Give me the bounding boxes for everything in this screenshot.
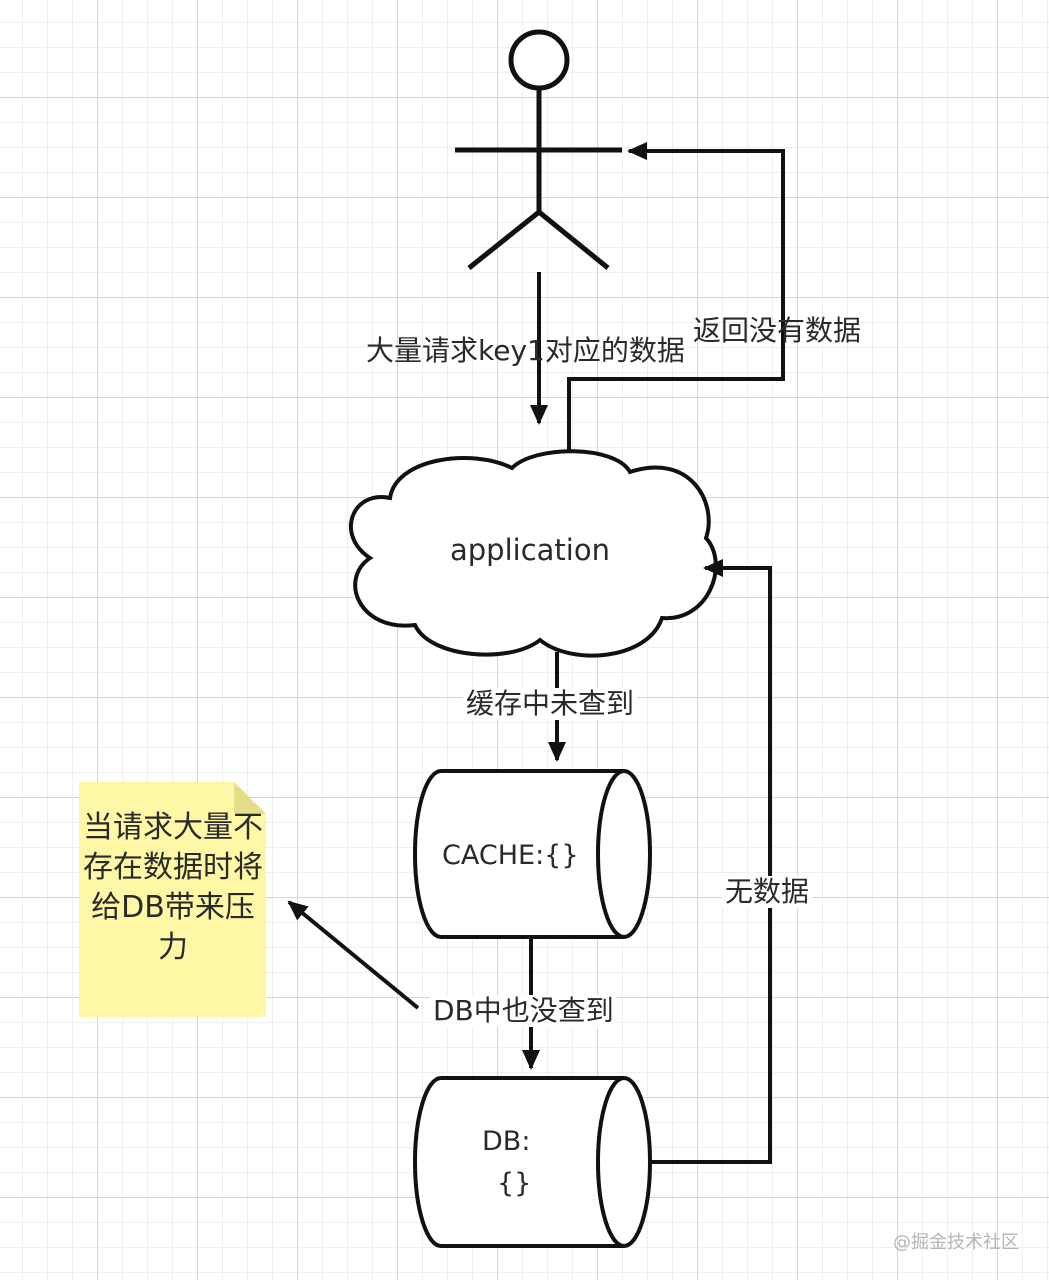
no-data-arrow (650, 559, 772, 1164)
cache-label: CACHE:{} (442, 840, 579, 871)
sticky-note (79, 782, 266, 1017)
actor-icon (455, 29, 622, 270)
pressure-arrow (287, 900, 420, 1010)
request-edge-label: 大量请求key1对应的数据 (366, 334, 685, 367)
db-label-line2: {} (497, 1168, 532, 1199)
no-data-edge-label: 无数据 (722, 876, 813, 908)
db-miss-edge-label: DB中也没查到 (430, 995, 617, 1027)
application-label: application (450, 533, 610, 567)
sticky-note-text: 当请求大量不存在数据时将给DB带来压力 (83, 810, 263, 965)
cache-miss-edge-label: 缓存中未查到 (463, 688, 638, 720)
cache-cylinder (413, 769, 652, 939)
application-cloud (349, 449, 718, 658)
db-cylinder (413, 1076, 652, 1248)
return-arrow (567, 142, 785, 452)
watermark: @掘金技术社区 (893, 1232, 1019, 1253)
return-edge-label: 返回没有数据 (693, 314, 862, 347)
db-label-line1: DB: (482, 1126, 531, 1157)
